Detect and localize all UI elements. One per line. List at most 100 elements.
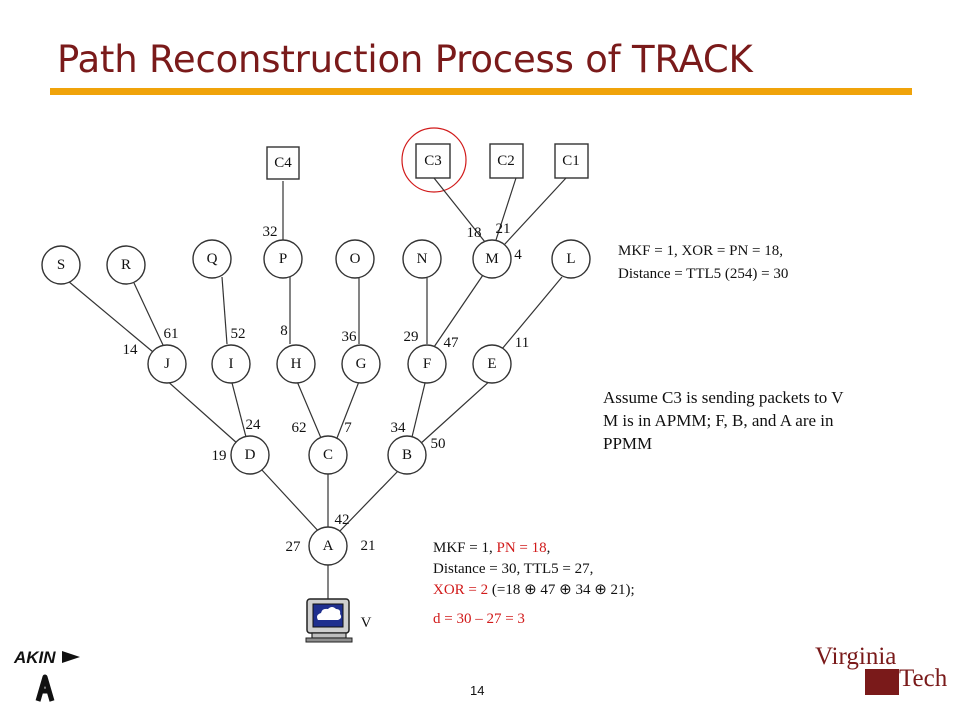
node-o-label: O — [350, 251, 361, 267]
edge-f-b — [411, 378, 427, 438]
node-r-label: R — [121, 257, 131, 273]
edge-r-j — [133, 282, 164, 346]
edge-q-i — [221, 276, 228, 345]
akin-logo-text: AKIN — [13, 648, 56, 667]
node-c4-label: C4 — [274, 155, 292, 171]
c3-highlight-circle — [401, 127, 467, 193]
node-a — [308, 526, 348, 566]
node-e — [472, 344, 512, 384]
circle-nodes: S R Q P O N M L J I H G F E D C B A — [41, 239, 591, 566]
node-q-label: Q — [207, 251, 218, 267]
node-p — [263, 239, 303, 279]
weight-g-c: 7 — [344, 420, 352, 436]
node-c2-label: C2 — [497, 153, 515, 169]
assumption-line-3: PPMM — [603, 434, 653, 453]
vt-logo-virginia: Virginia — [815, 643, 897, 670]
node-o — [335, 239, 375, 279]
edge-i-d — [230, 378, 247, 438]
edge-weights: 32 18 21 4 14 61 52 8 36 29 47 11 19 24 … — [123, 221, 530, 555]
node-c1 — [554, 143, 589, 179]
node-c3 — [415, 143, 451, 179]
slide-title: Path Reconstruction Process of TRACK — [57, 38, 753, 81]
computer-icon — [305, 598, 353, 643]
vt-logo-block — [865, 669, 899, 695]
weight-n-f: 29 — [404, 329, 419, 345]
mkf-top-annotation: MKF = 1, XOR = PN = 18, Distance = TTL5 … — [618, 240, 788, 286]
node-q — [192, 239, 232, 279]
node-s-label: S — [57, 257, 65, 273]
node-p-label: P — [279, 251, 287, 267]
node-l — [551, 239, 591, 279]
xor-expression: (=18 ⊕ 47 ⊕ 34 ⊕ 21); — [488, 582, 635, 598]
node-b — [387, 435, 427, 475]
mkf-bottom-annotation: MKF = 1, PN = 18, Distance = 30, TTL5 = … — [433, 538, 635, 630]
node-c — [308, 435, 348, 475]
edge-e-b — [418, 378, 493, 446]
node-g — [341, 344, 381, 384]
edge-j-d — [164, 378, 239, 445]
tree-edges — [67, 177, 567, 601]
mkf-value: MKF = 1, — [433, 540, 497, 556]
weight-f-b: 34 — [391, 420, 407, 436]
weight-s-j: 14 — [123, 342, 139, 358]
node-s — [41, 245, 81, 285]
mkf-bottom-line-1: MKF = 1, PN = 18, — [433, 538, 635, 559]
mkf-bottom-line-2: Distance = 30, TTL5 = 27, — [433, 561, 594, 577]
akin-logo: AKIN — [13, 648, 80, 702]
weight-m-f: 47 — [444, 335, 460, 351]
node-h-label: H — [291, 356, 302, 372]
node-h — [276, 344, 316, 384]
node-c4 — [266, 146, 300, 180]
node-c3-label: C3 — [424, 153, 442, 169]
weight-d-a: 27 — [286, 539, 302, 555]
mkf-bottom-line-3: XOR = 2 (=18 ⊕ 47 ⊕ 34 ⊕ 21); — [433, 580, 635, 601]
weight-c1-m: 4 — [514, 247, 522, 263]
node-c1-label: C1 — [562, 153, 580, 169]
title-underline — [50, 88, 912, 95]
node-l-label: L — [566, 251, 575, 267]
mkf-top-line-2: Distance = TTL5 (254) = 30 — [618, 266, 789, 282]
edge-s-j — [67, 280, 154, 353]
mkf-top-line-1: MKF = 1, XOR = PN = 18, — [618, 243, 783, 259]
assumption-line-1: Assume C3 is sending packets to V — [603, 388, 844, 407]
xor-value: XOR = 2 — [433, 582, 489, 598]
comma: , — [546, 540, 551, 556]
weight-c3-m: 18 — [467, 225, 482, 241]
node-i — [211, 344, 251, 384]
node-m — [472, 239, 512, 279]
weight-c-a: 42 — [335, 512, 350, 528]
weight-h-c: 62 — [292, 420, 307, 436]
edge-m-f — [433, 274, 484, 348]
weight-b-a: 21 — [361, 538, 376, 554]
weight-r-j: 61 — [164, 326, 179, 342]
edge-h-c — [295, 378, 322, 439]
edge-c1-m — [503, 177, 567, 246]
weight-i-d: 24 — [246, 417, 262, 433]
pn-value: PN = 18 — [496, 540, 547, 556]
page-number: 14 — [470, 683, 485, 698]
node-c-label: C — [323, 447, 333, 463]
node-a-label: A — [323, 538, 334, 554]
node-e-label: E — [487, 356, 496, 372]
weight-o-g: 36 — [342, 329, 358, 345]
edge-b-a — [336, 469, 400, 535]
square-nodes: C4 C3 C2 C1 — [266, 143, 589, 180]
node-r — [106, 245, 146, 285]
node-n — [402, 239, 442, 279]
assumption-text: Assume C3 is sending packets to V M is i… — [603, 386, 844, 455]
vt-logo-tech: Tech — [899, 665, 948, 692]
node-i-label: I — [229, 356, 234, 372]
weight-c4-p: 32 — [263, 224, 278, 240]
distance-result: d = 30 – 27 = 3 — [433, 611, 525, 627]
node-g-label: G — [356, 356, 367, 372]
node-v-label: V — [361, 615, 372, 631]
edge-l-e — [501, 276, 563, 350]
assumption-line-2: M is in APMM; F, B, and A are in — [603, 411, 834, 430]
edge-g-c — [336, 378, 361, 439]
node-d — [230, 435, 270, 475]
edge-d-a — [260, 468, 322, 535]
node-b-label: B — [402, 447, 412, 463]
virginia-tech-logo: Virginia Tech — [815, 643, 950, 703]
weight-l-e: 11 — [515, 335, 529, 351]
edge-c2-m — [495, 177, 517, 241]
